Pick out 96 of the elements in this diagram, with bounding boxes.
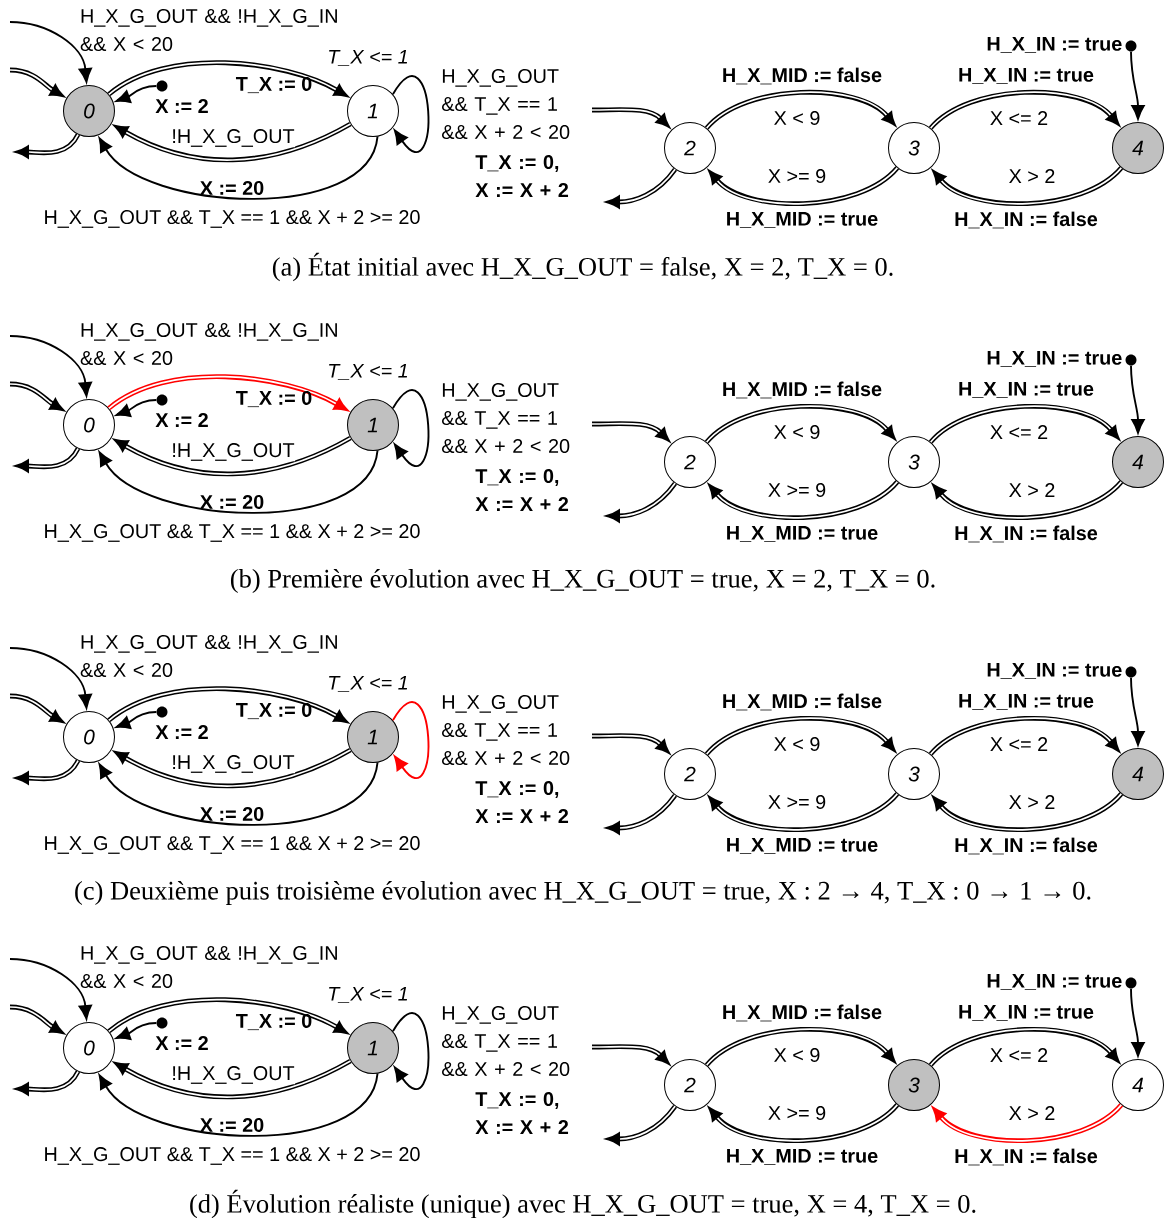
text-label: H_X_MID := false [723,381,882,399]
arrow [929,716,1120,756]
arrow [591,421,670,442]
arrow [705,404,896,444]
arrow [705,90,896,130]
edge-label: X := 2 [154,1035,210,1051]
arrow [932,166,1123,206]
edge-label: X := 2 [154,724,210,740]
edge-label: X > 2 [1008,482,1056,498]
edge-label: X <= 2 [989,736,1049,752]
text-label: H_X_IN := true [959,1005,1094,1021]
edge-label: H_X_G_OUT && T_X == 1 && X + 2 < 20 [442,695,570,765]
edge-label: X <= 2 [989,1047,1049,1063]
text-label: H_X_IN := true [959,694,1094,710]
edge-label: X <= 2 [989,424,1049,440]
edge-label: X >= 9 [767,794,827,810]
edge-label: H_X_G_OUT && T_X == 1 && X + 2 < 20 [442,383,570,453]
text-label: H_X_MID := false [723,67,882,85]
arrow [1130,364,1145,434]
arrow [929,404,1120,444]
arrow [391,389,430,467]
invariant-label: T_X <= 1 [329,987,408,1003]
text-label: H_X_IN := false [955,525,1098,543]
arrow [705,716,896,756]
edge-label: H_X_IN := true [985,350,1123,368]
text-label: X := 20 [200,181,264,195]
edge-label: H_X_G_OUT && !H_X_G_IN && X < 20 [80,946,337,988]
edge-label: X < 9 [773,736,821,752]
edge-label: H_X_IN := true [985,973,1123,991]
edge-label: X := 2 [154,412,210,428]
arrow [591,733,670,754]
edge-label: X < 9 [773,1047,821,1063]
edge-label: X >= 9 [767,482,827,498]
edge-label: H_X_IN := true [985,662,1123,680]
arrow [929,1027,1120,1067]
caption: (b) Première évolution avec H_X_G_OUT = true, X = 2, T_X = 0. [230,568,935,594]
arrow [929,90,1120,130]
edge-label: X > 2 [1008,1105,1056,1121]
edge-label: H_X_G_OUT && T_X == 1 && X + 2 >= 20 [43,523,421,543]
arrow [391,701,430,779]
text-label: H_X_MID := true [727,838,878,854]
edge-label: H_X_G_OUT && !H_X_G_IN && X < 20 [80,635,337,677]
text-label: H_X_IN := false [955,1148,1098,1166]
text-label: H_X_IN := false [955,211,1098,229]
arrow [1130,987,1145,1057]
text-label: X := 20 [200,495,264,509]
caption: (d) Évolution réaliste (unique) avec H_X_G_OUT = true, X = 4, T_X = 0. [190,1189,976,1218]
arrow [708,792,899,832]
edge-label: H_X_G_OUT && !H_X_G_IN && X < 20 [80,323,337,365]
arrow [391,1012,430,1090]
edge-label: H_X_G_OUT && T_X == 1 && X + 2 >= 20 [43,835,421,855]
text-label: T_X := 0, X := X + 2 [475,781,569,823]
arrow [391,75,430,153]
edge-label: X < 9 [773,110,821,126]
arrow [1130,50,1145,120]
arrow [932,480,1123,520]
invariant-label: T_X <= 1 [329,364,408,380]
text-label: H_X_IN := true [959,382,1094,398]
text-label: H_X_MID := true [727,1149,878,1165]
edge-label: X > 2 [1008,794,1056,810]
text-label: H_X_MID := false [723,693,882,711]
edge-label: H_X_G_OUT && T_X == 1 && X + 2 < 20 [442,1006,570,1076]
edge-label: X >= 9 [767,168,827,184]
edge-label: H_X_G_OUT && T_X == 1 && X + 2 >= 20 [43,1146,421,1166]
edge-label: H_X_IN := true [985,36,1123,54]
arrow [591,107,670,128]
text-label: X := 20 [200,807,264,821]
arrow [708,1103,899,1143]
text-label: H_X_MID := true [727,212,878,228]
edge-label: X <= 2 [989,110,1049,126]
arrow [932,792,1123,832]
arrow [1130,676,1145,746]
text-label: T_X := 0, X := X + 2 [475,469,569,511]
caption: (a) État initial avec H_X_G_OUT = false, X = 2, T_X = 0. [272,252,893,282]
text-label: H_X_MID := true [727,526,878,542]
edge-label: H_X_G_OUT && !H_X_G_IN && X < 20 [80,9,337,51]
arrow [708,480,899,520]
arrow [708,166,899,206]
text-label: H_X_MID := false [723,1004,882,1022]
text-label: H_X_IN := false [955,837,1098,855]
text-label: T_X := 0, X := X + 2 [475,1092,569,1134]
caption: (c) Deuxième puis troisième évolution avec H_X_G_OUT = true, X : 2 → 4, T_X : 0 → 1 → 0. [75,880,1091,906]
edge-label: X > 2 [1008,168,1056,184]
arrow [932,1103,1123,1143]
text-label: X := 20 [200,1118,264,1132]
edge-label: X >= 9 [767,1105,827,1121]
text-label: T_X := 0, X := X + 2 [475,155,569,197]
text-label: H_X_IN := true [959,68,1094,84]
invariant-label: T_X <= 1 [329,676,408,692]
edge-label: H_X_G_OUT && T_X == 1 && X + 2 >= 20 [43,209,421,229]
edge-label: X < 9 [773,424,821,440]
edge-label: H_X_G_OUT && T_X == 1 && X + 2 < 20 [442,69,570,139]
arrow [705,1027,896,1067]
arrow [591,1044,670,1065]
invariant-label: T_X <= 1 [329,50,408,66]
edge-label: X := 2 [154,98,210,114]
